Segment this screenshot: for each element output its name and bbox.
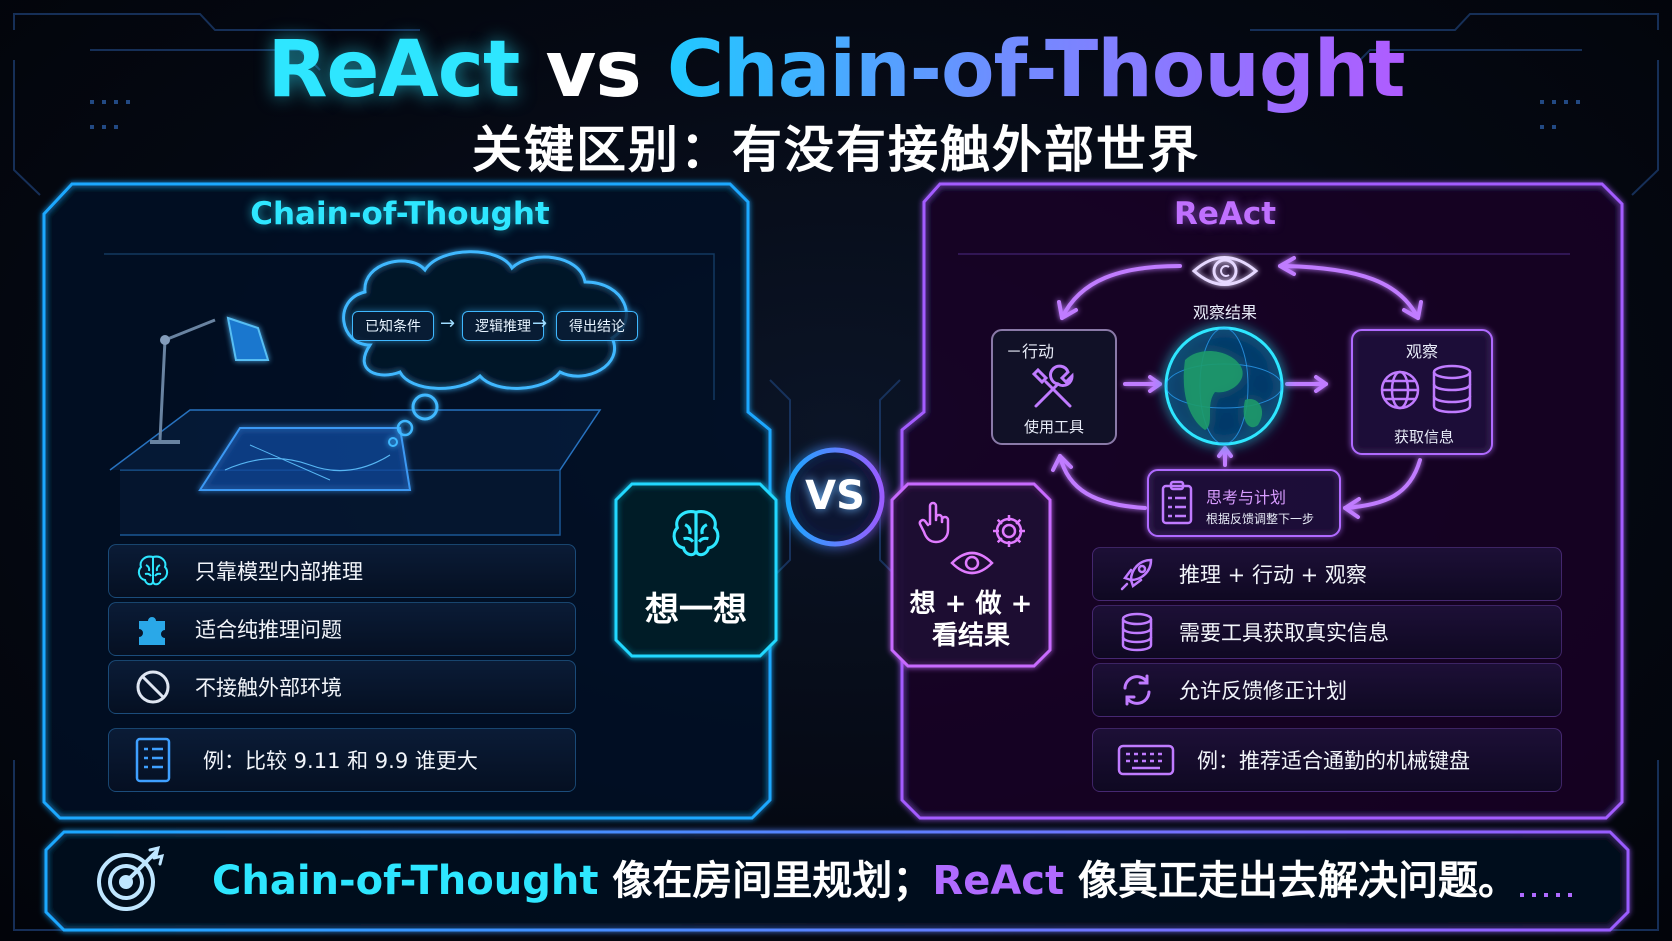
checklist-icon xyxy=(131,737,175,783)
rocket-icon xyxy=(1115,552,1159,596)
do-badge-line2: 看结果 xyxy=(931,621,1010,651)
observe-title: 观察 xyxy=(1405,342,1438,361)
react-example-label: 例：推荐适合通勤的机械键盘 xyxy=(1197,749,1470,773)
think-badge-brain-icon xyxy=(650,506,742,562)
do-badge-line1: 想 + 做 + xyxy=(909,589,1033,619)
puzzle-icon xyxy=(131,607,175,651)
cot-item-pure-reasoning: 适合纯推理问题 xyxy=(108,602,576,656)
thought-chip-known: 已知条件 xyxy=(352,311,434,341)
vs-circle xyxy=(785,447,885,547)
think-badge-frame xyxy=(614,482,778,658)
thought-chip-reasoning: 逻辑推理 xyxy=(462,311,544,341)
cot-example-label: 例：比较 9.11 和 9.9 谁更大 xyxy=(203,749,478,773)
no-entry-icon xyxy=(131,665,175,709)
react-panel-title: ReAct xyxy=(1173,196,1277,232)
keyboard-icon xyxy=(1115,738,1177,782)
cot-example-row: 例：比较 9.11 和 9.9 谁更大 xyxy=(108,728,576,792)
footer-react-desc: 像真正走出去解决问题。 xyxy=(1064,858,1519,904)
cot-item-label: 只靠模型内部推理 xyxy=(195,560,363,584)
clipboard-icon xyxy=(1160,480,1194,530)
cot-item-internal: 只靠模型内部推理 xyxy=(108,544,576,598)
eye-small-icon xyxy=(950,548,994,582)
chip-arrow-icon: → xyxy=(532,313,548,334)
chip-arrow-icon: → xyxy=(440,313,456,334)
think-plan-box xyxy=(1147,469,1341,537)
pointer-hand-icon xyxy=(916,500,956,548)
tools-icon xyxy=(1028,362,1080,418)
footer-cot: Chain-of-Thought xyxy=(212,858,599,904)
observe-result-label: 观察结果 xyxy=(1192,303,1257,322)
globe-icon xyxy=(1164,326,1284,446)
web-globe-icon xyxy=(1378,368,1422,416)
title-react: ReAct xyxy=(267,25,520,115)
database-icon xyxy=(1115,610,1159,654)
eye-icon xyxy=(1191,256,1259,286)
subtitle: 关键区别：有没有接触外部世界 xyxy=(472,121,1200,179)
react-example-row: 例：推荐适合通勤的机械键盘 xyxy=(1092,728,1562,792)
react-item-tools: 需要工具获取真实信息 xyxy=(1092,605,1562,659)
cot-item-label: 适合纯推理问题 xyxy=(195,618,342,642)
react-item-reason-act-observe: 推理 + 行动 + 观察 xyxy=(1092,547,1562,601)
cot-item-label: 不接触外部环境 xyxy=(195,676,342,700)
desk-lamp-scene xyxy=(109,316,602,536)
bottom-banner-frame xyxy=(44,830,1630,932)
title-cot: Chain-of-Thought xyxy=(666,25,1406,115)
react-item-label: 需要工具获取真实信息 xyxy=(1179,621,1389,645)
cot-panel-title: Chain-of-Thought xyxy=(250,196,550,232)
action-title: －行动 xyxy=(1006,342,1055,361)
title-vs: vs xyxy=(545,25,641,115)
observe-sub: 获取信息 xyxy=(1393,428,1454,446)
footer-react: ReAct xyxy=(932,858,1065,904)
observe-box xyxy=(1351,329,1493,455)
database-icon xyxy=(1430,364,1474,418)
footer-cot-desc: 像在房间里规划； xyxy=(598,858,933,904)
brain-icon xyxy=(131,549,175,593)
main-title: ReAct vs Chain-of-Thought xyxy=(0,24,1672,116)
refresh-icon xyxy=(1115,668,1159,712)
vs-label: VS xyxy=(805,473,865,519)
gear-icon xyxy=(990,512,1028,554)
action-sub: 使用工具 xyxy=(1023,418,1084,436)
target-icon xyxy=(94,844,170,918)
cycle-arrows xyxy=(1051,256,1423,519)
react-item-feedback: 允许反馈修正计划 xyxy=(1092,663,1562,717)
think-badge-label: 想一想 xyxy=(645,590,747,630)
react-item-label: 推理 + 行动 + 观察 xyxy=(1179,563,1367,587)
do-badge-frame xyxy=(890,482,1052,668)
react-item-label: 允许反馈修正计划 xyxy=(1179,679,1347,703)
do-badge-label: 想 + 做 + 看结果 xyxy=(892,588,1050,652)
think-plan-title: 思考与计划 xyxy=(1206,488,1287,507)
think-plan-sub: 根据反馈调整下一步 xyxy=(1206,512,1315,526)
thought-chip-conclusion: 得出结论 xyxy=(556,311,638,341)
cot-item-no-environment: 不接触外部环境 xyxy=(108,660,576,714)
footer-summary: Chain-of-Thought 像在房间里规划；ReAct 像真正走出去解决问… xyxy=(212,848,1518,906)
